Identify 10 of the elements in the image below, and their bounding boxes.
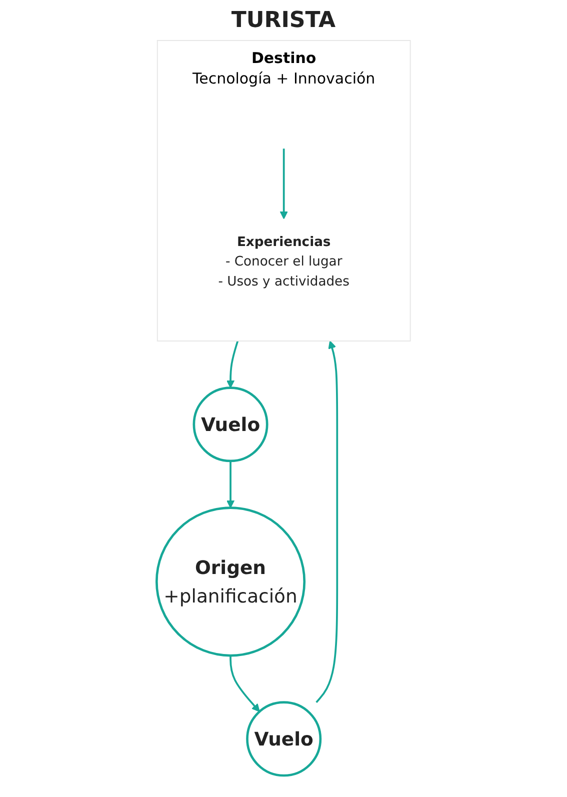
arrow <box>226 460 235 508</box>
node-circle: Origen +planificación <box>156 506 306 657</box>
node-circle: Vuelo <box>192 386 268 462</box>
node-circle: Vuelo <box>246 701 322 777</box>
arrow <box>230 656 260 712</box>
center-label: TURISTA <box>231 8 336 33</box>
arrow <box>316 340 338 703</box>
node-text: Experiencias - Conocer el lugar - Usos y actividades <box>218 234 350 290</box>
arrow <box>226 340 239 388</box>
arrow <box>280 148 288 220</box>
